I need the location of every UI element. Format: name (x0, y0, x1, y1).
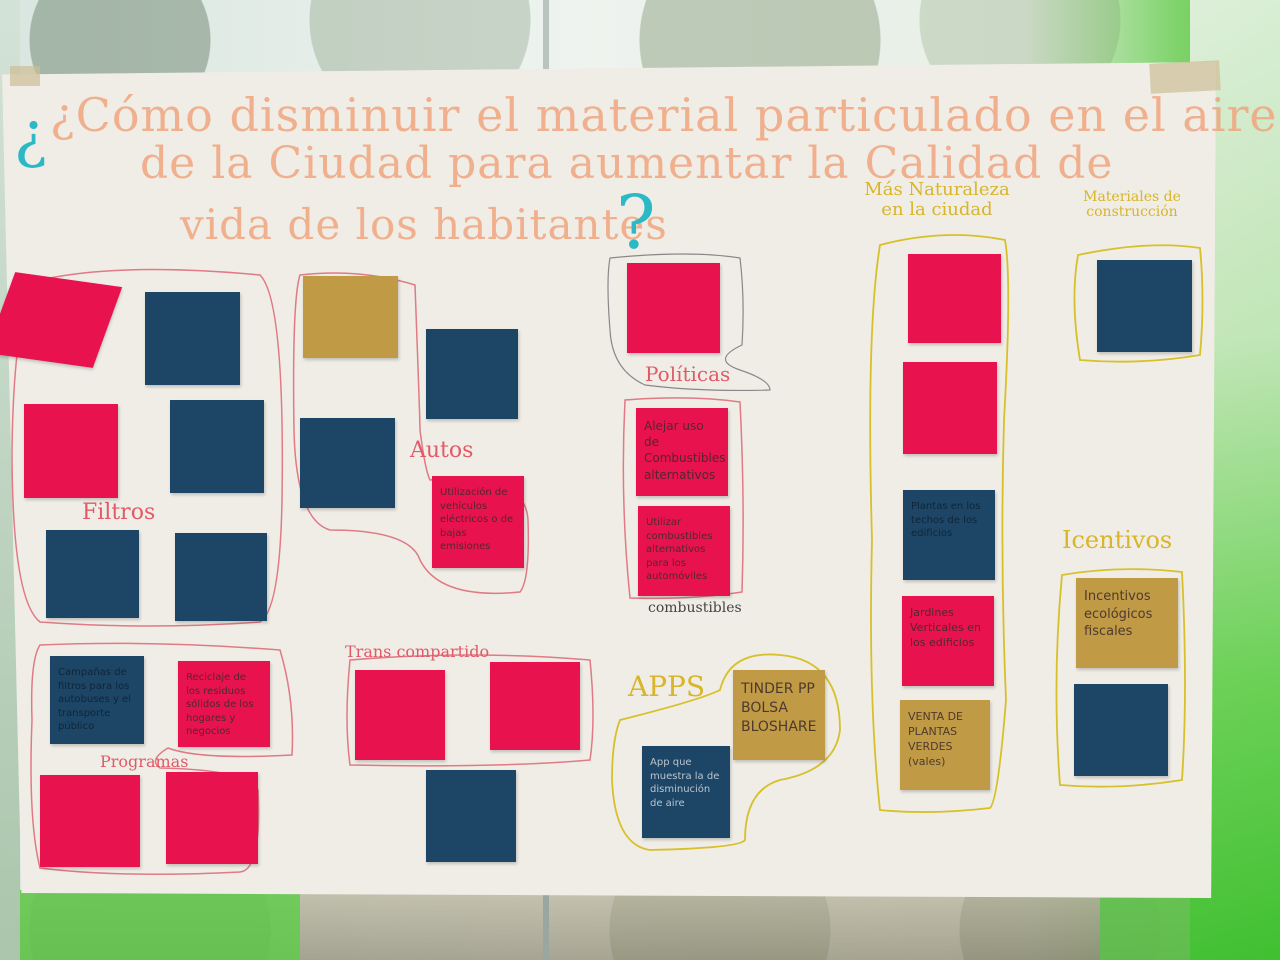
title-line-3: vida de los habitantes (180, 200, 668, 249)
label-autos: Autos (410, 438, 474, 463)
note-text: Incentivos ecológicos fiscales (1084, 589, 1153, 640)
sticky-note (426, 329, 518, 419)
sticky-note-naturaleza: Jardines Verticales en los edificios (902, 596, 994, 686)
sticky-note-programas: Reciclaje de los residuos sólidos de los… (178, 661, 270, 747)
sticky-note (490, 662, 580, 750)
sticky-note-apps: App que muestra la de disminución de air… (642, 746, 730, 838)
tape-top-left (10, 66, 40, 86)
sticky-note (145, 292, 240, 385)
sticky-note-naturaleza: VENTA DE PLANTAS VERDES (vales) (900, 700, 990, 790)
note-text: TINDER PP BOLSA BLOSHARE (741, 681, 817, 735)
sticky-note (170, 400, 264, 493)
note-text: Utilización de vehículos eléctricos o de… (440, 487, 514, 552)
sticky-note (355, 670, 445, 760)
sticky-note (1097, 260, 1192, 352)
note-text: Jardines Verticales en los edificios (910, 606, 981, 649)
note-text: Reciclaje de los residuos sólidos de los… (186, 672, 254, 737)
sticky-note-naturaleza: Plantas en los techos de los edificios (903, 490, 995, 580)
label-programas: Programas (100, 752, 189, 771)
window-frame-top (543, 0, 549, 70)
sticky-note (46, 530, 139, 618)
note-text: App que muestra la de disminución de air… (650, 757, 720, 809)
note-text: VENTA DE PLANTAS VERDES (vales) (908, 710, 964, 768)
sticky-note (303, 276, 398, 358)
note-text: Plantas en los techos de los edificios (911, 501, 981, 539)
label-naturaleza: Más Naturaleza en la ciudad (864, 179, 1010, 220)
sticky-note (175, 533, 267, 621)
sticky-note-apps: TINDER PP BOLSA BLOSHARE (733, 670, 825, 760)
sticky-note (908, 254, 1001, 343)
sticky-note (426, 770, 516, 862)
label-materiales: Materiales de construcción (1083, 189, 1181, 221)
sticky-note-combustibles: Utilizar combustibles alternativos para … (638, 506, 730, 596)
label-politicas: Políticas (645, 362, 731, 386)
sticky-note (40, 775, 140, 867)
title-line-1: ¿Cómo disminuir el material particulado … (50, 88, 1278, 142)
label-combustibles: combustibles (648, 600, 742, 616)
label-apps: APPS (628, 670, 706, 703)
label-filtros: Filtros (82, 500, 156, 525)
sticky-note (24, 404, 118, 498)
label-trans-compartido: Trans compartido (345, 642, 490, 661)
note-text: Alejar uso de Combustibles alternativos (644, 419, 726, 482)
sticky-note-programas: Campañas de filtros para los autobuses y… (50, 656, 144, 744)
note-text: Utilizar combustibles alternativos para … (646, 517, 713, 582)
sticky-note (1074, 684, 1168, 776)
title-line-2: de la Ciudad para aumentar la Calidad de (140, 138, 1114, 189)
label-incentivos: Icentivos (1062, 526, 1173, 554)
green-planter-left (20, 890, 300, 960)
sticky-note (627, 263, 720, 353)
question-mark-open: ¿ (14, 98, 48, 171)
note-text: Campañas de filtros para los autobuses y… (58, 667, 131, 732)
sticky-note (903, 362, 997, 454)
sticky-note-politicas: Alejar uso de Combustibles alternativos (636, 408, 728, 496)
question-mark-close: ? (616, 180, 656, 266)
green-planter-right (1100, 890, 1190, 960)
sticky-note-autos: Utilización de vehículos eléctricos o de… (432, 476, 524, 568)
sticky-note (300, 418, 395, 508)
sticky-note (166, 772, 258, 864)
window-frame-bottom (543, 890, 549, 960)
sticky-note-incentivos: Incentivos ecológicos fiscales (1076, 578, 1178, 668)
